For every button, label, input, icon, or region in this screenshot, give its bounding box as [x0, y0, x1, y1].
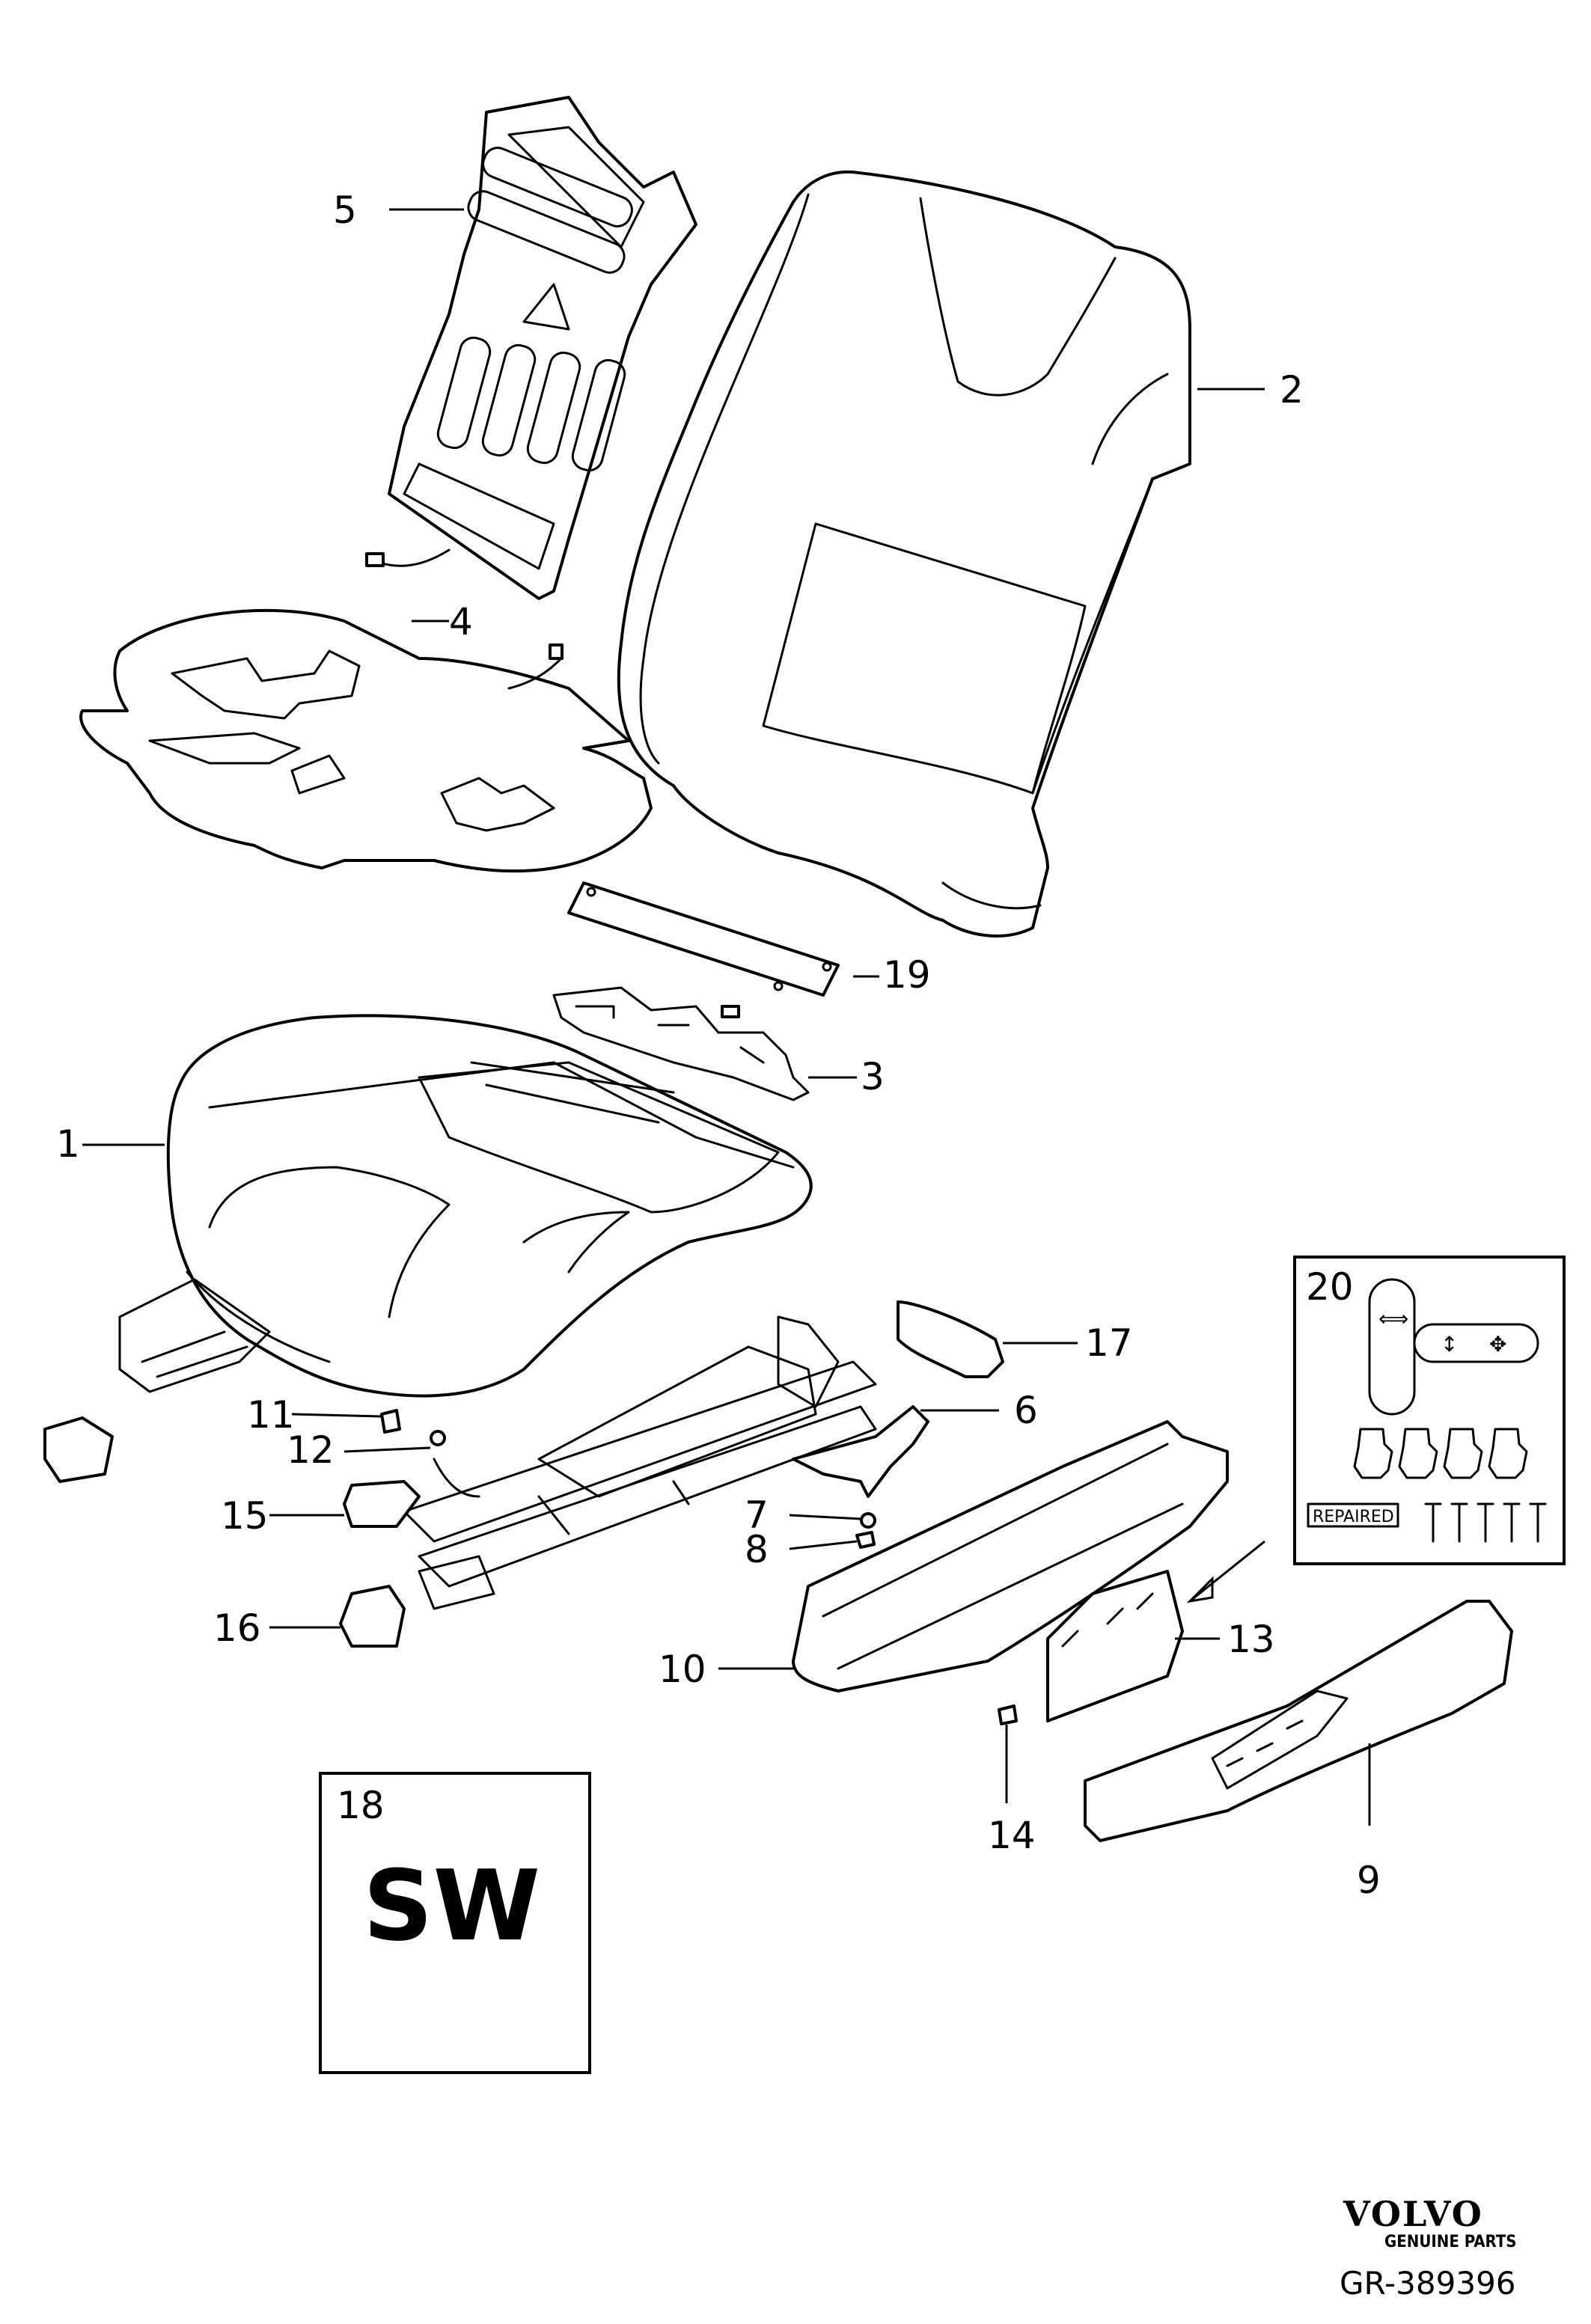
- callout-15: 15: [221, 1494, 269, 1538]
- callout-19: 19: [883, 953, 931, 997]
- screw-14: [998, 1704, 1018, 1725]
- callout-9: 9: [1357, 1859, 1381, 1902]
- heating-mat-cushion: [79, 608, 653, 873]
- leader-lines: [82, 208, 1371, 1826]
- brand-logo: VOLVO: [1343, 2194, 1483, 2234]
- heating-mat-backrest: [365, 96, 697, 600]
- cover-17: [897, 1300, 1004, 1378]
- callout-14: 14: [988, 1814, 1036, 1857]
- callout-8: 8: [745, 1528, 769, 1571]
- side-panel-10: [792, 1420, 1229, 1692]
- callout-10: 10: [659, 1648, 706, 1691]
- callout-4: 4: [449, 600, 473, 643]
- callout-18: 18: [337, 1784, 385, 1827]
- clip-row: [1353, 1428, 1528, 1479]
- cover-15: [343, 1480, 421, 1528]
- repaired-label: REPAIRED: [1313, 1508, 1394, 1526]
- seat-cushion: [166, 1014, 813, 1398]
- callout-5: 5: [333, 189, 357, 232]
- lever-6: [792, 1405, 929, 1498]
- washer-7: [860, 1512, 876, 1529]
- seat-backrest-cover: [617, 170, 1191, 938]
- screw-row: [1424, 1502, 1547, 1543]
- svg-text:✥: ✥: [1489, 1332, 1506, 1357]
- cover-16: [339, 1585, 406, 1648]
- callout-2: 2: [1280, 368, 1304, 412]
- screw-8: [855, 1531, 876, 1549]
- side-panel-9: [1084, 1600, 1513, 1842]
- callout-3: 3: [861, 1055, 885, 1098]
- sw-label: SW: [363, 1849, 540, 1963]
- callout-1: 1: [56, 1122, 80, 1166]
- callout-17: 17: [1085, 1321, 1133, 1365]
- callout-16: 16: [213, 1606, 261, 1650]
- callout-20: 20: [1306, 1265, 1354, 1309]
- control-unit-13: [1046, 1570, 1184, 1722]
- svg-text:↕: ↕: [1441, 1332, 1458, 1357]
- callout-13: 13: [1227, 1618, 1275, 1661]
- heating-element: [552, 986, 810, 1101]
- sw-box: 18 SW: [319, 1772, 591, 2074]
- cover-left: [43, 1416, 114, 1483]
- seat-plate: [567, 881, 840, 997]
- svg-text:⟺: ⟺: [1378, 1306, 1408, 1331]
- seat-frame-rails: [118, 1278, 877, 1610]
- bolt-11: [380, 1409, 401, 1434]
- callout-11: 11: [247, 1393, 295, 1437]
- washer-12: [430, 1430, 446, 1446]
- callout-7: 7: [745, 1493, 769, 1537]
- callout-12: 12: [287, 1428, 335, 1472]
- callout-6: 6: [1014, 1389, 1038, 1432]
- brand-subtitle: GENUINE PARTS: [1384, 2233, 1517, 2251]
- repair-kit-box: 20 ⟺ ↕ ✥ REPAIRED: [1293, 1256, 1566, 1565]
- reference-number: GR-389396: [1340, 2265, 1516, 2302]
